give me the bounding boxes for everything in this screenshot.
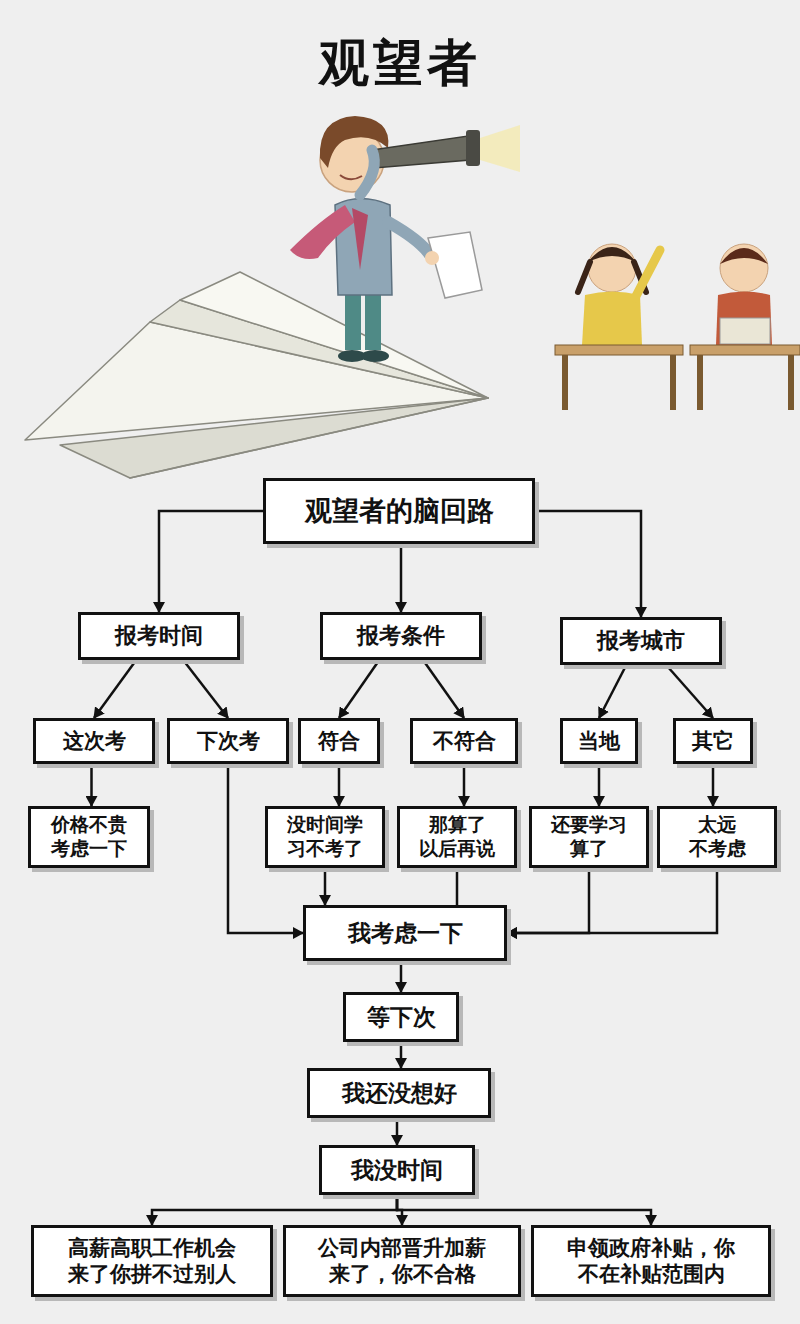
process-box: 其它 [673, 718, 753, 764]
mouth [340, 175, 362, 179]
box-label: 报考城市 [597, 627, 685, 655]
box-label: 等下次 [367, 1003, 436, 1032]
box-label: 还要学习 算了 [540, 813, 638, 861]
box-label: 我考虑一下 [348, 919, 463, 948]
page-title: 观望者 [0, 30, 800, 97]
flow-arrow [423, 660, 464, 718]
process-box: 高薪高职工作机会 来了你拼不过别人 [31, 1225, 273, 1297]
flow-arrow [396, 1118, 399, 1145]
desk-leg [697, 355, 703, 410]
leg [365, 288, 381, 350]
paper-plane [25, 272, 488, 478]
girl-hair [588, 247, 636, 262]
box-label: 价格不贵 考虑一下 [39, 813, 139, 861]
boy-hair [720, 248, 768, 264]
process-box: 等下次 [343, 992, 459, 1042]
box-label: 其它 [692, 728, 734, 754]
box-label: 符合 [318, 728, 360, 754]
box-label: 没时间学 习不考了 [276, 813, 374, 861]
girl-head [588, 244, 636, 292]
box-label: 公司内部晋升加薪 来了，你不合格 [294, 1235, 510, 1288]
box-label: 这次考 [63, 728, 126, 754]
flow-arrow [94, 660, 136, 718]
girl-arm [635, 250, 660, 298]
flow-arrow [712, 764, 715, 806]
process-box: 报考城市 [560, 617, 722, 665]
desk [690, 345, 800, 355]
process-box: 报考条件 [320, 612, 482, 660]
box-label: 我还没想好 [342, 1079, 457, 1108]
flow-arrow [507, 868, 589, 934]
process-box: 我没时间 [319, 1145, 475, 1195]
flow-arrow [535, 511, 641, 617]
root-box: 观望者的脑回路 [263, 478, 535, 544]
paper-sheet [428, 232, 482, 298]
boy-body [716, 292, 772, 346]
flow-arrow [507, 868, 717, 934]
process-box: 我考虑一下 [303, 905, 507, 961]
box-label: 申领政府补贴，你 不在补贴范围内 [542, 1235, 760, 1288]
process-box: 符合 [298, 718, 380, 764]
process-box: 当地 [560, 718, 638, 764]
hand [425, 251, 439, 265]
process-box: 价格不贵 考虑一下 [28, 806, 150, 868]
tie [352, 208, 368, 270]
process-box: 还要学习 算了 [529, 806, 649, 868]
flow-arrow [463, 764, 466, 806]
shoe [361, 350, 389, 362]
box-label: 报考时间 [115, 622, 203, 650]
process-box: 申领政府补贴，你 不在补贴范围内 [531, 1225, 771, 1297]
flow-arrow [400, 1042, 403, 1068]
box-label: 报考条件 [357, 622, 445, 650]
flow-arrow [324, 868, 327, 906]
flow-arrow [397, 1195, 651, 1225]
man-with-telescope [290, 116, 520, 362]
arm [360, 150, 374, 195]
desk-leg [788, 355, 794, 410]
flow-arrow [159, 511, 263, 612]
flow-arrow [183, 660, 228, 718]
desk-leg [670, 355, 676, 410]
box-label: 不符合 [433, 728, 496, 754]
flow-arrow [598, 764, 601, 806]
box-label: 太远 不考虑 [668, 813, 766, 861]
box-label: 下次考 [197, 728, 260, 754]
process-box: 公司内部晋升加薪 来了，你不合格 [283, 1225, 521, 1297]
telescope [372, 136, 470, 168]
flow-arrow [400, 544, 403, 612]
process-box: 太远 不考虑 [657, 806, 777, 868]
scarf [290, 205, 355, 259]
flow-arrow [339, 660, 379, 718]
light-beam [480, 125, 520, 172]
flow-arrow [666, 665, 713, 718]
boy-head [720, 244, 768, 292]
process-box: 我还没想好 [307, 1068, 491, 1118]
arm [388, 222, 430, 255]
box-label: 我没时间 [351, 1156, 443, 1185]
process-box: 不符合 [410, 718, 518, 764]
desk [555, 345, 683, 355]
process-box: 这次考 [33, 718, 155, 764]
process-box: 没时间学 习不考了 [265, 806, 385, 868]
box-label: 高薪高职工作机会 来了你拼不过别人 [42, 1235, 262, 1288]
leg [345, 288, 361, 350]
flow-arrow [90, 764, 93, 806]
process-box: 那算了 以后再说 [397, 806, 517, 868]
flow-arrow [152, 1195, 397, 1225]
desk-leg [562, 355, 568, 410]
box-label: 那算了 以后再说 [408, 813, 506, 861]
process-box: 报考时间 [78, 612, 240, 660]
telescope-lens [466, 130, 480, 166]
flow-arrow [338, 764, 341, 806]
box-label: 当地 [578, 728, 620, 754]
flow-arrow [599, 665, 626, 718]
students [555, 244, 800, 410]
process-box: 下次考 [167, 718, 289, 764]
box-label: 观望者的脑回路 [305, 494, 494, 528]
flow-arrow [400, 961, 403, 992]
book [720, 318, 770, 344]
